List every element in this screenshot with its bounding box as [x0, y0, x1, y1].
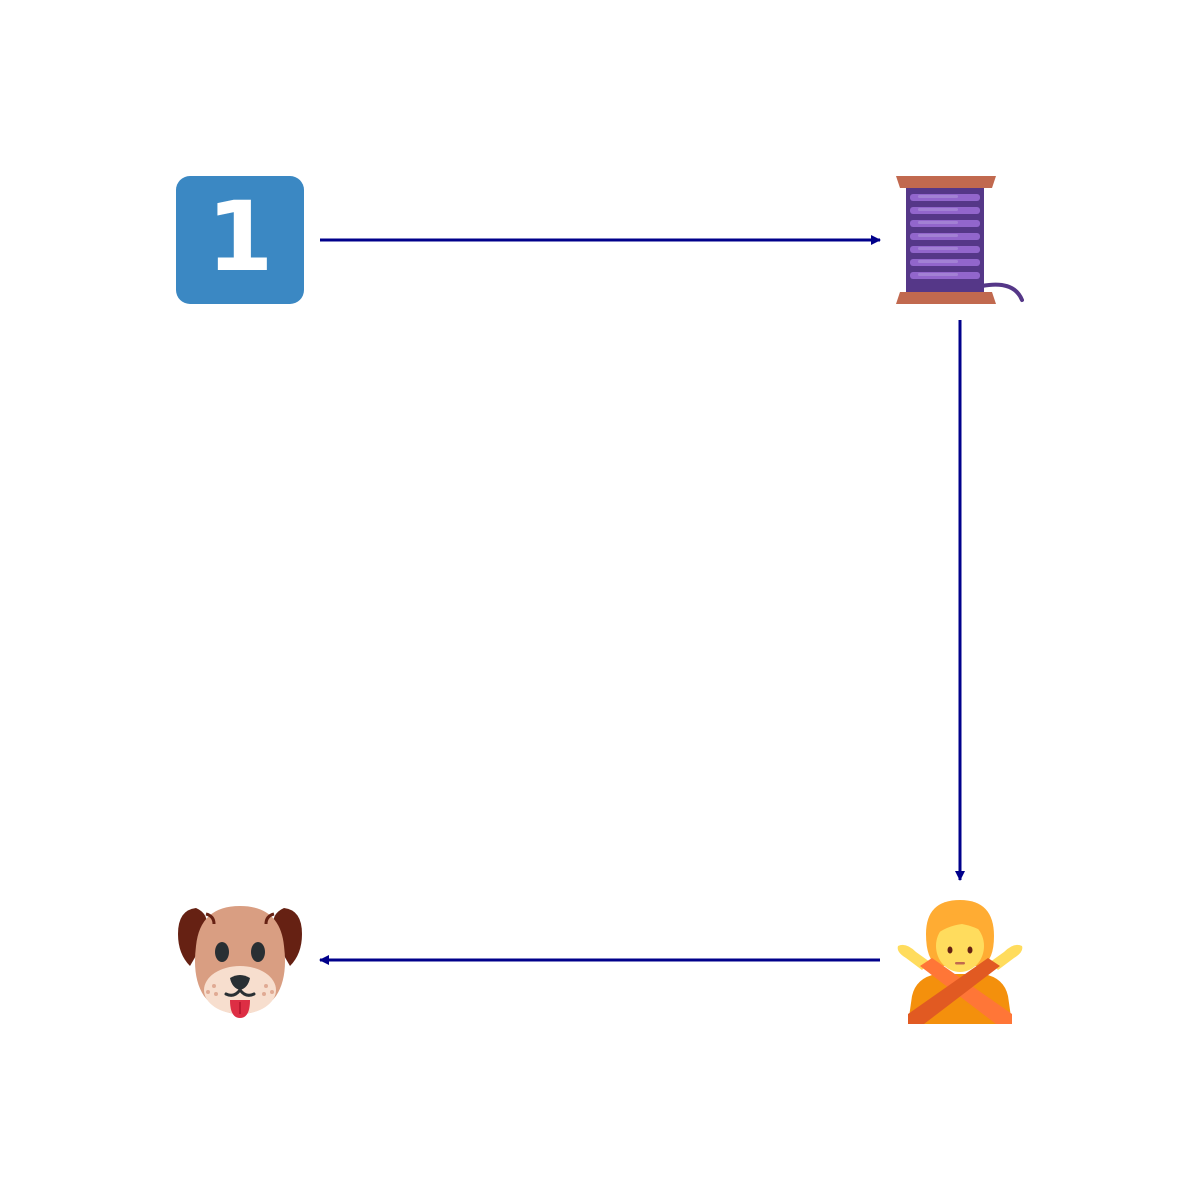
- person-gesturing-no-icon: [896, 896, 1024, 1024]
- thread-spool-icon: [896, 176, 1024, 304]
- keycap-digit-one-icon: 1: [176, 176, 304, 304]
- dog-face-icon: [176, 896, 304, 1024]
- keycap-label: 1: [206, 181, 274, 293]
